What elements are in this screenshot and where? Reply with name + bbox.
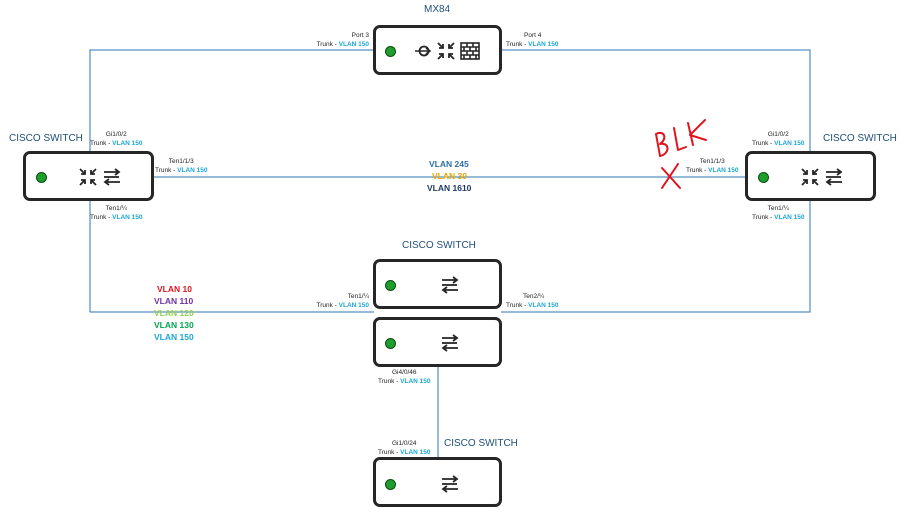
status-led: [385, 479, 396, 490]
link-right-center: [501, 200, 811, 313]
port-label-right-ten14: Ten1/¼ Trunk - VLAN 150: [752, 205, 805, 221]
port-label-right-gi: Gi1/0/2 Trunk - VLAN 150: [752, 131, 805, 147]
switch-bottom-title: CISCO SWITCH: [444, 438, 518, 449]
port-label-center-gi: Gi4/0/46 Trunk - VLAN 150: [378, 369, 431, 385]
firewall-icon: [460, 42, 480, 60]
link-left-center: [89, 200, 374, 313]
port-label-mx-port3: Port 3 Trunk - VLAN 150: [316, 32, 369, 48]
left-vlan-150: VLAN 150: [154, 332, 194, 342]
status-led: [385, 46, 396, 57]
status-led: [385, 338, 396, 349]
port-label-bottom-gi: Gi1/0/24 Trunk - VLAN 150: [378, 440, 431, 456]
port-label-center-ten24: Ten2/¼ Trunk - VLAN 150: [506, 293, 559, 309]
switch-arrows-icon: [441, 475, 459, 493]
left-vlan-110: VLAN 110: [154, 296, 194, 306]
port-label-left-ten13: Ten1/1/3 Trunk - VLAN 150: [155, 158, 208, 174]
middle-vlan-30: VLAN 30: [432, 171, 467, 181]
router-icon: [437, 42, 455, 60]
switch-left-title: CISCO SWITCH: [9, 133, 83, 144]
left-vlan-10: VLAN 10: [157, 284, 192, 294]
switch-center-title: CISCO SWITCH: [402, 240, 476, 251]
router-icon: [79, 168, 97, 186]
link-mx-right: [501, 49, 811, 152]
switch-right-device[interactable]: [745, 151, 876, 201]
status-led: [385, 280, 396, 291]
status-led: [758, 172, 769, 183]
port-label-mx-port4: Port 4 Trunk - VLAN 150: [506, 32, 559, 48]
status-led: [36, 172, 47, 183]
port-label-right-ten13: Ten1/1/3 Trunk - VLAN 150: [686, 158, 739, 174]
switch-center-top-device[interactable]: [373, 259, 502, 309]
switch-arrows-icon: [103, 168, 121, 186]
left-vlan-130: VLAN 130: [154, 320, 194, 330]
switch-right-title: CISCO SWITCH: [823, 133, 897, 144]
left-vlan-120: VLAN 120: [154, 308, 194, 318]
mx84-device[interactable]: [373, 25, 502, 75]
port-label-center-ten14: Ten1/¼ Trunk - VLAN 150: [316, 293, 369, 309]
blk-annotation: [655, 119, 707, 189]
tunnel-icon: [415, 45, 432, 57]
middle-vlan-245: VLAN 245: [429, 159, 469, 169]
port-label-left-gi: Gi1/0/2 Trunk - VLAN 150: [90, 131, 143, 147]
switch-arrows-icon: [441, 276, 459, 294]
switch-left-device[interactable]: [23, 151, 154, 201]
middle-vlan-1610: VLAN 1610: [427, 183, 472, 193]
port-label-left-ten14: Ten1/¼ Trunk - VLAN 150: [90, 205, 143, 221]
link-mx-left: [89, 49, 374, 152]
switch-bottom-device[interactable]: [373, 457, 502, 507]
mx84-title: MX84: [424, 4, 451, 15]
switch-center-bottom-device[interactable]: [373, 317, 502, 367]
switch-arrows-icon: [441, 334, 459, 352]
router-icon: [801, 168, 819, 186]
switch-arrows-icon: [825, 168, 843, 186]
